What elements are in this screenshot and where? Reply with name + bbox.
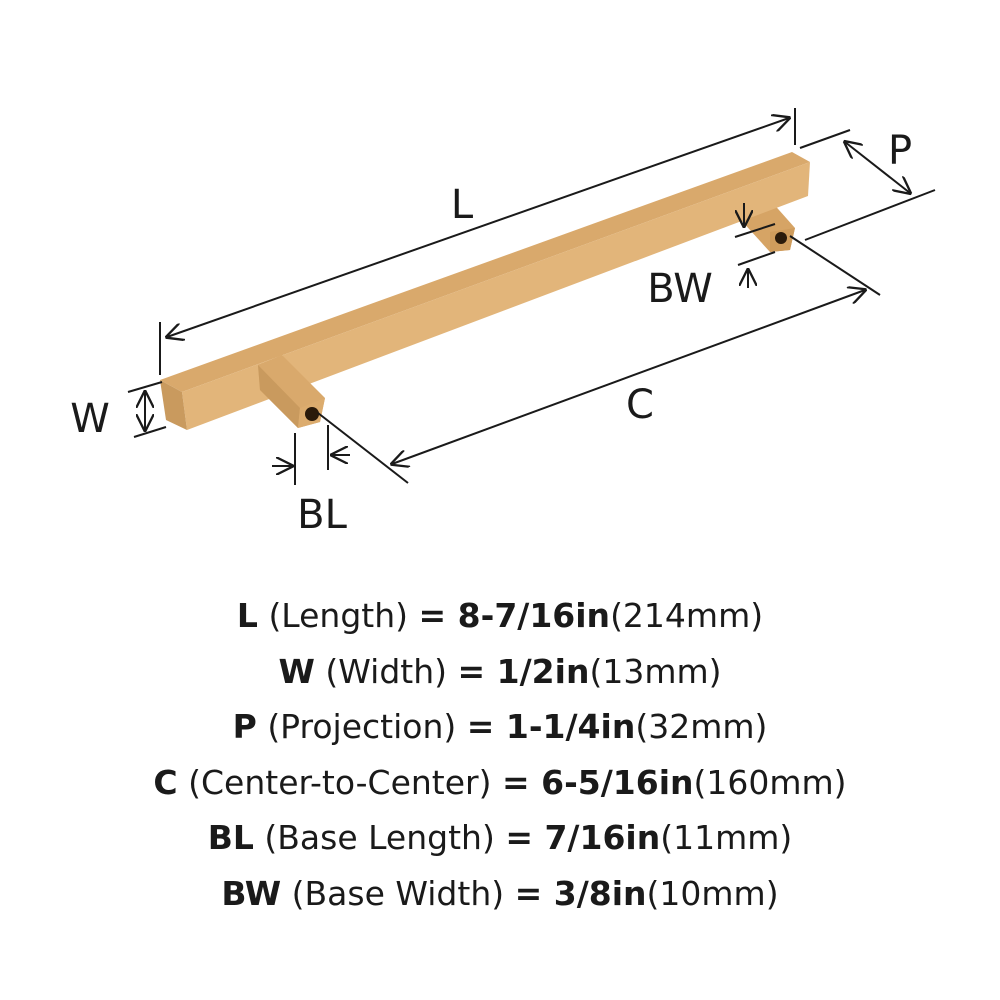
- spec-value: = 1-1/4in: [466, 707, 636, 746]
- spec-code: L: [236, 596, 258, 635]
- spec-name: (Base Width): [291, 873, 505, 913]
- label-base-length: BL: [297, 492, 347, 538]
- label-center-to-center: C: [626, 382, 654, 428]
- label-base-width: BW: [647, 266, 713, 312]
- spec-code: P: [232, 707, 257, 746]
- label-width: W: [70, 396, 110, 442]
- spec-value: = 3/8in: [514, 873, 647, 913]
- label-length: L: [451, 182, 474, 228]
- handle-dimension-diagram: L W P BW C BL: [70, 108, 936, 538]
- dimension-lines: [127, 108, 936, 485]
- spec-code: C: [153, 762, 178, 802]
- spec-metric: (13mm): [589, 651, 722, 691]
- spec-metric: (160mm): [693, 762, 847, 802]
- spec-name: (Width): [325, 651, 448, 691]
- spec-code: BL: [207, 818, 254, 857]
- spec-value: = 6-5/16in: [501, 762, 694, 802]
- spec-metric: (11mm): [660, 818, 793, 857]
- spec-center-to-center: C (Center-to-Center) = 6-5/16in(160mm): [0, 755, 1000, 811]
- spec-code: W: [278, 651, 315, 691]
- spec-name: (Projection): [267, 707, 457, 746]
- spec-value: = 1/2in: [457, 651, 590, 691]
- spec-base-length: BL (Base Length) = 7/16in(11mm): [0, 810, 1000, 866]
- specifications-list: L (Length) = 8-7/16in(214mm) W (Width) =…: [0, 588, 1000, 921]
- spec-metric: (214mm): [610, 596, 764, 635]
- spec-name: (Base Length): [264, 818, 495, 857]
- bar-end-face: [160, 380, 187, 430]
- label-projection: P: [888, 128, 912, 174]
- spec-metric: (10mm): [646, 873, 779, 913]
- spec-projection: P (Projection) = 1-1/4in(32mm): [0, 699, 1000, 755]
- spec-name: (Length): [268, 596, 409, 635]
- spec-length: L (Length) = 8-7/16in(214mm): [0, 588, 1000, 644]
- spec-value: = 8-7/16in: [418, 596, 611, 635]
- spec-base-width: BW (Base Width) = 3/8in(10mm): [0, 866, 1000, 922]
- spec-code: BW: [221, 873, 282, 913]
- spec-name: (Center-to-Center): [188, 762, 492, 802]
- spec-width: W (Width) = 1/2in(13mm): [0, 644, 1000, 700]
- spec-metric: (32mm): [635, 707, 768, 746]
- spec-value: = 7/16in: [505, 818, 661, 857]
